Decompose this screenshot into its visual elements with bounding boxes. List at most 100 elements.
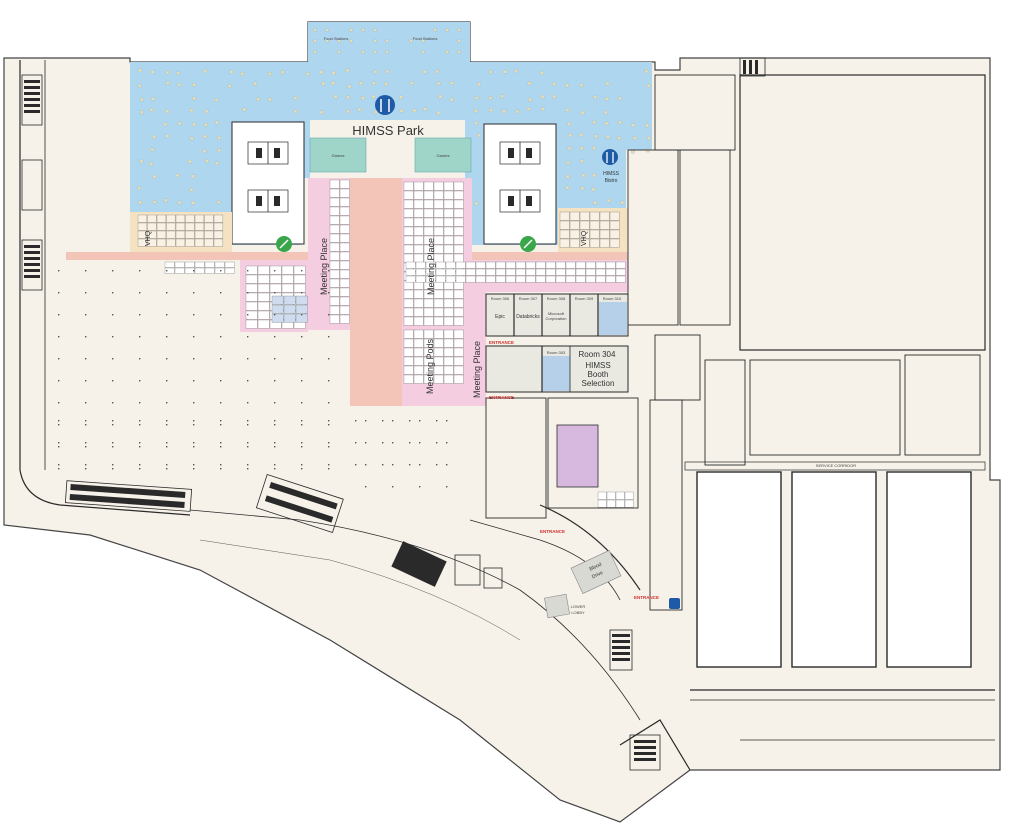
column (139, 424, 141, 426)
booth (415, 275, 426, 283)
column (446, 486, 448, 488)
column (247, 442, 249, 444)
booth (271, 304, 284, 314)
booth (559, 220, 570, 230)
booth (403, 181, 414, 191)
column (247, 270, 249, 272)
park-table (421, 50, 425, 54)
park-table (293, 95, 298, 100)
booth (403, 190, 414, 200)
column (328, 468, 330, 470)
epic-label: Epic (495, 314, 505, 320)
booth (445, 261, 456, 269)
column (112, 446, 114, 448)
column (193, 292, 195, 294)
column (419, 442, 421, 444)
column (382, 464, 384, 466)
park-table (217, 135, 222, 140)
park-table (399, 108, 404, 113)
park-table (216, 200, 221, 205)
column (328, 292, 330, 294)
booth (339, 179, 350, 189)
booth (329, 197, 340, 207)
booth (423, 235, 434, 245)
park-table (214, 161, 219, 166)
park-table (203, 134, 207, 139)
park-table (409, 39, 413, 43)
booth (485, 268, 496, 276)
booth (413, 235, 424, 245)
column (112, 380, 114, 382)
column (274, 424, 276, 426)
booth (559, 211, 570, 221)
booth (443, 217, 454, 227)
column (274, 402, 276, 404)
column (193, 464, 195, 466)
park-table (372, 81, 376, 86)
booth (147, 214, 157, 223)
booth (624, 491, 634, 500)
booth (599, 211, 610, 221)
booth (453, 208, 464, 218)
column (328, 336, 330, 338)
park-table (138, 200, 142, 205)
booth (433, 374, 444, 384)
booth (453, 338, 464, 348)
column (328, 270, 330, 272)
booth (166, 238, 176, 247)
park-table (617, 96, 622, 101)
column (166, 358, 168, 360)
room-304-label: Room 304 (579, 350, 616, 359)
park-table (631, 149, 635, 154)
park-title: HIMSS Park (352, 123, 424, 138)
games-area-left[interactable] (309, 137, 367, 173)
booth (445, 268, 456, 276)
info-kiosk-icon[interactable] (669, 598, 680, 609)
park-table (565, 174, 570, 179)
bistro-dining-icon[interactable] (602, 149, 618, 165)
park-table (152, 134, 156, 139)
connector-icon-left[interactable] (276, 236, 292, 252)
park-table (579, 83, 584, 88)
booth (423, 356, 434, 366)
main-aisle-vertical[interactable] (350, 178, 402, 406)
booth (269, 283, 282, 293)
park-table (645, 123, 650, 128)
booth (329, 260, 340, 270)
booth (156, 214, 167, 223)
park-table (645, 148, 650, 153)
booth (415, 261, 426, 269)
booth (433, 190, 444, 200)
purple-meeting-room[interactable] (556, 424, 599, 488)
booth (185, 230, 195, 239)
booth (204, 267, 215, 274)
booth (443, 244, 454, 254)
booth (339, 251, 350, 261)
booth (615, 491, 625, 500)
column (85, 424, 87, 426)
booth (185, 222, 195, 231)
column (274, 292, 276, 294)
park-table (565, 108, 570, 113)
himss-park-area[interactable] (130, 22, 652, 245)
booth (443, 356, 454, 366)
booth (283, 304, 296, 314)
booth (455, 268, 466, 276)
booth (403, 244, 414, 254)
connector-icon-right[interactable] (520, 236, 536, 252)
games-area-right[interactable] (414, 137, 472, 173)
booth (433, 316, 444, 326)
dining-icon[interactable] (375, 95, 395, 115)
park-table (646, 83, 651, 88)
blood-drive-area[interactable] (570, 550, 622, 594)
park-table (631, 123, 636, 128)
booth (339, 242, 350, 252)
booth (423, 217, 434, 227)
column (220, 270, 222, 272)
park-table (445, 28, 449, 32)
park-table (580, 186, 585, 191)
park-table (227, 84, 232, 89)
booth (245, 265, 258, 275)
booth (445, 275, 456, 283)
column (193, 270, 195, 272)
